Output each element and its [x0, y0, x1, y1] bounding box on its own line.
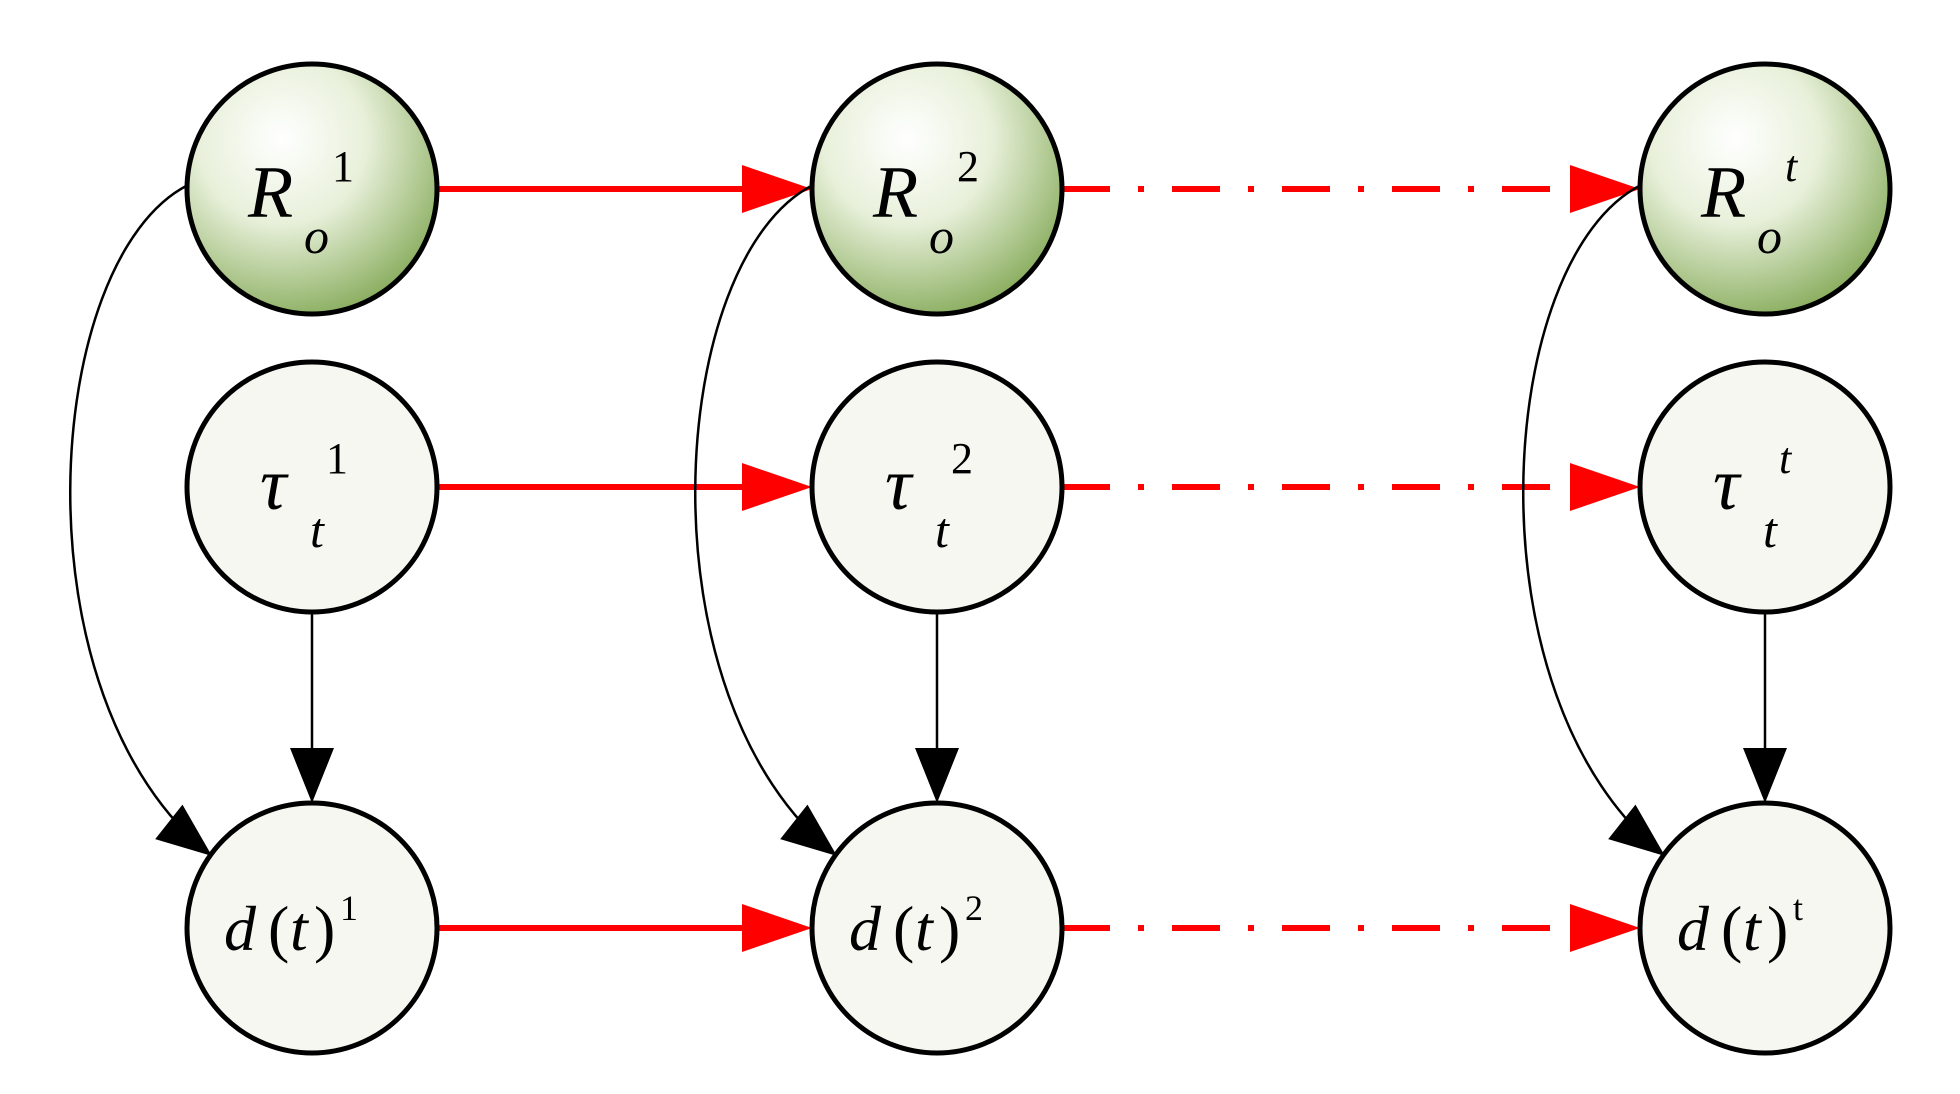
- label-main: d: [849, 893, 882, 964]
- causal-arrowhead: [780, 804, 837, 856]
- node-label: d(t)1: [224, 888, 358, 964]
- label-main: d: [224, 893, 257, 964]
- temporal-edge-d-2-to-t: [1062, 904, 1640, 952]
- temporal-edge-tau-1-to-2: [437, 463, 812, 511]
- causal-arrowhead: [1743, 748, 1787, 803]
- causal-edge-curve: [1522, 183, 1666, 857]
- label-sup: 2: [957, 142, 979, 191]
- causal-edge-tau-to-d-t: [1743, 612, 1787, 803]
- label-sup: t: [1793, 888, 1803, 928]
- causal-arrowhead: [155, 804, 212, 856]
- label-main: R: [247, 152, 293, 234]
- label-main: d: [1677, 893, 1710, 964]
- label-main: τ: [260, 444, 289, 526]
- edge-layer: [69, 165, 1787, 952]
- node-circle: [1637, 800, 1893, 1056]
- causal-arrowhead: [290, 748, 334, 803]
- label-paren-close: ): [314, 893, 335, 964]
- node-d-2: d(t)2: [809, 800, 1065, 1056]
- label-paren-open: (: [268, 893, 289, 964]
- temporal-arrowhead: [742, 904, 812, 952]
- temporal-edge-r-2-to-t: [1062, 165, 1640, 213]
- causal-edge-tau-to-d-1: [290, 612, 334, 803]
- node-label: d(t)t: [1677, 888, 1803, 964]
- node-circle: [809, 61, 1065, 317]
- causal-arrowhead: [1608, 804, 1665, 856]
- node-circle: [184, 61, 440, 317]
- node-circle: [809, 800, 1065, 1056]
- temporal-arrowhead: [1570, 165, 1640, 213]
- temporal-arrowhead: [742, 165, 812, 213]
- label-sup: 1: [332, 142, 354, 191]
- node-d-1: d(t)1: [184, 800, 440, 1056]
- temporal-arrowhead: [742, 463, 812, 511]
- label-main: R: [872, 152, 918, 234]
- label-arg: t: [1743, 893, 1763, 964]
- label-sup: 2: [951, 434, 973, 483]
- label-sub: o: [304, 208, 329, 264]
- label-sup: t: [1785, 142, 1799, 191]
- label-main: τ: [1713, 444, 1742, 526]
- node-circle: [184, 800, 440, 1056]
- label-sup: t: [1779, 434, 1793, 483]
- node-circle: [1637, 61, 1893, 317]
- node-circle: [809, 359, 1065, 615]
- label-sub: t: [935, 502, 950, 558]
- temporal-arrowhead: [1570, 904, 1640, 952]
- label-sup: 1: [326, 434, 348, 483]
- temporal-arrowhead: [1570, 463, 1640, 511]
- label-paren-open: (: [1721, 893, 1742, 964]
- label-arg: t: [915, 893, 935, 964]
- causal-edge-curve: [69, 183, 213, 857]
- temporal-edge-d-1-to-2: [437, 904, 812, 952]
- label-paren-close: ): [1767, 893, 1788, 964]
- label-sub: t: [1763, 502, 1778, 558]
- label-paren-open: (: [893, 893, 914, 964]
- label-main: τ: [885, 444, 914, 526]
- causal-edge-r-to-d-2: [694, 183, 838, 857]
- label-sub: o: [1757, 208, 1782, 264]
- node-label: d(t)2: [849, 888, 983, 964]
- label-sub: t: [310, 502, 325, 558]
- causal-arrowhead: [915, 748, 959, 803]
- node-circle: [184, 359, 440, 615]
- label-paren-close: ): [939, 893, 960, 964]
- label-sup: 1: [340, 888, 358, 928]
- label-sup: 2: [965, 888, 983, 928]
- node-circle: [1637, 359, 1893, 615]
- causal-edge-tau-to-d-2: [915, 612, 959, 803]
- label-main: R: [1700, 152, 1746, 234]
- temporal-edge-tau-2-to-t: [1062, 463, 1640, 511]
- label-arg: t: [290, 893, 310, 964]
- causal-edge-curve: [694, 183, 838, 857]
- temporal-edge-r-1-to-2: [437, 165, 812, 213]
- causal-edge-r-to-d-t: [1522, 183, 1666, 857]
- node-d-t: d(t)t: [1637, 800, 1893, 1056]
- causal-edge-r-to-d-1: [69, 183, 213, 857]
- label-sub: o: [929, 208, 954, 264]
